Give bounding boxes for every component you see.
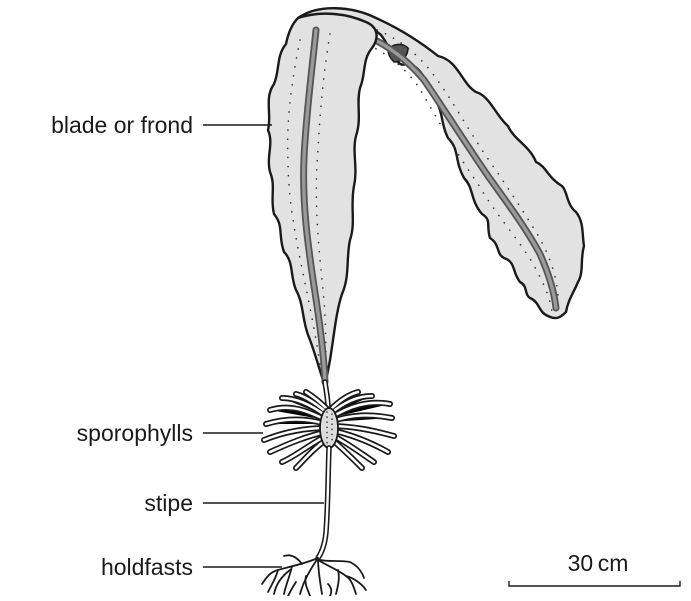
sporophylls-label: sporophylls	[77, 420, 193, 446]
holdfasts-label: holdfasts	[101, 554, 193, 580]
scale-bar: 30 cm	[509, 550, 680, 586]
holdfasts-roots	[262, 555, 366, 596]
stipe-label: stipe	[144, 490, 193, 516]
scale-bar-label: 30 cm	[568, 550, 629, 576]
sporophyll-base	[320, 408, 338, 448]
blade-label: blade or frond	[51, 112, 193, 138]
blade-left-lobe	[268, 14, 377, 386]
